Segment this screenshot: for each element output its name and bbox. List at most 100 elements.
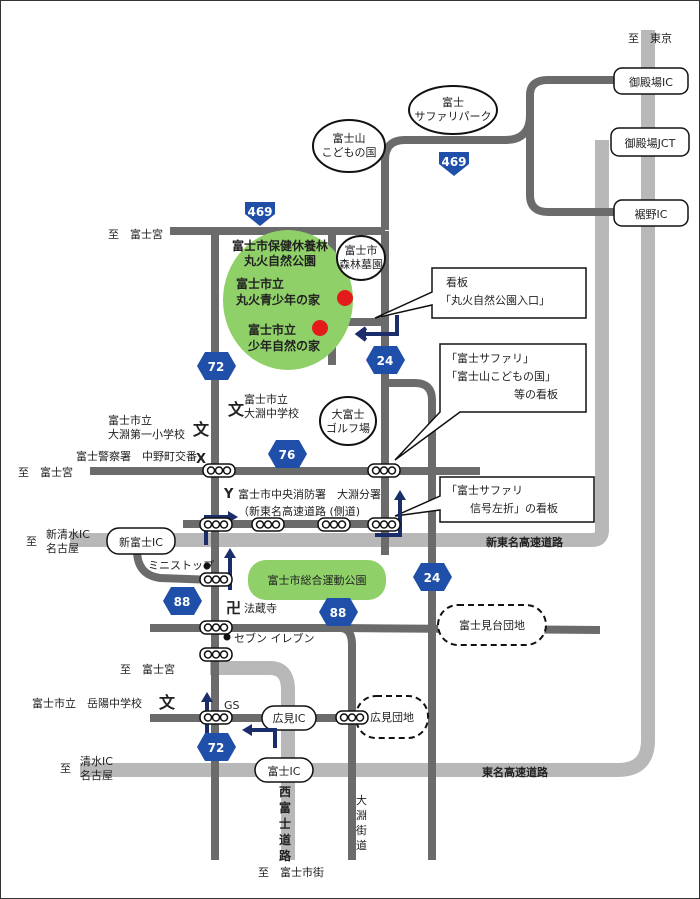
shin-tomei-label: 新東名高速道路 xyxy=(486,535,564,549)
obuchi-jhs-line1: 富士市立 xyxy=(244,392,288,406)
road-469-north xyxy=(381,76,622,230)
obuchi-jhs-line2: 大淵中学校 xyxy=(244,406,299,420)
gotemba-ic-box xyxy=(613,67,689,95)
gotemba-jct-label: 御殿場JCT xyxy=(625,136,676,150)
hiromi-ic-label: 広見IC xyxy=(273,712,306,725)
dir-shimizu-ic: 清水IC xyxy=(80,755,113,768)
hiromi-danchi-label: 広見団地 xyxy=(370,711,414,724)
seven-eleven-dot xyxy=(223,633,231,641)
ministop-dot xyxy=(203,562,211,570)
signal-side-1 xyxy=(199,517,233,532)
callout3-line1: 「富士サファリ xyxy=(446,483,523,497)
road-ministop-loop xyxy=(133,549,216,584)
shield-layer: 469 469 72 72 76 24 24 88 88 xyxy=(163,152,469,761)
nishi-fuji-char2: 富 xyxy=(279,800,291,815)
school-icon-gakuyo: 文 xyxy=(159,693,176,712)
arrow-shin-fuji xyxy=(204,515,232,545)
susono-ic-box xyxy=(613,199,689,227)
signal-side-4 xyxy=(367,517,401,532)
shield-24-low-text: 24 xyxy=(424,571,441,585)
road-to-susono xyxy=(526,110,622,216)
gotemba-jct-box xyxy=(610,127,690,157)
hozoji-label: 法蔵寺 xyxy=(244,601,277,615)
dir-nagoya-mid: 名古屋 xyxy=(46,541,79,555)
shield-76: 76 xyxy=(268,440,307,468)
arrow-park-entrance xyxy=(362,315,399,336)
gs-label: GS xyxy=(224,699,240,712)
shield-72-low-text: 72 xyxy=(208,741,225,755)
hokenkyuyourin-line1: 富士市保健休養林 xyxy=(232,238,328,253)
signal-gs xyxy=(199,710,233,725)
shield-76-text: 76 xyxy=(279,448,296,462)
sports-park-area xyxy=(248,560,386,600)
arrow-to-safari xyxy=(375,498,402,537)
callout2-line2: 「富士山こどもの国」 xyxy=(446,369,556,383)
arrow-hiromi xyxy=(248,728,277,748)
shield-469-right-text: 469 xyxy=(441,155,466,169)
nishi-fuji-char4: 道 xyxy=(279,832,291,847)
gakuyo-jhs-label: 富士市立 岳陽中学校 xyxy=(32,696,142,710)
fuji-safari-line1: 富士 xyxy=(442,95,464,109)
arrowhead-gs xyxy=(201,692,213,702)
school-icon-obuchi-jhs: 文 xyxy=(228,400,245,419)
arrowhead-hiromi xyxy=(242,724,252,736)
ic-layer xyxy=(106,67,690,783)
hokenkyuyourin-line2: 丸火自然公園 xyxy=(243,253,316,268)
shield-88-mid-text: 88 xyxy=(330,606,347,620)
dir-fujinomiya-top: 至 富士宮 xyxy=(108,227,163,241)
vertical-labels: 西 富 士 道 路 大 淵 街 道 xyxy=(279,785,367,863)
kodomo-line2: こどもの国 xyxy=(322,146,377,159)
shield-88-mid: 88 xyxy=(319,598,358,626)
shinrin-line2: 森林墓園 xyxy=(339,257,383,271)
fujimidai-bubble xyxy=(437,604,547,646)
obuchi-kaido-char2: 淵 xyxy=(356,809,367,822)
shin-fuji-ic-label: 新富士IC xyxy=(119,535,163,549)
school-icon-obuchi-es: 文 xyxy=(193,420,210,439)
signal-76-west xyxy=(202,463,236,478)
callout-2 xyxy=(394,343,587,461)
label-layer: 至 東京 至 富士宮 至 富士宮 至 富士宮 新清水IC 名古屋 至 清水IC … xyxy=(18,31,676,879)
shield-24-top: 24 xyxy=(366,346,405,374)
temple-icon: 卍 xyxy=(226,599,241,617)
nishi-fuji-road xyxy=(210,661,295,860)
shinrin-line1: 富士市 xyxy=(345,243,378,257)
obuchi-es-line2: 大淵第一小学校 xyxy=(108,427,185,441)
expressway-layer xyxy=(70,30,655,860)
callout2-line3: 等の看板 xyxy=(514,387,558,401)
fuji-ic-label: 富士IC xyxy=(268,764,301,778)
police-label: 富士警察署 中野町交番 xyxy=(76,449,197,463)
nishi-fuji-char1: 西 xyxy=(279,785,291,799)
signal-76-east xyxy=(367,463,401,478)
seishonen-marker xyxy=(337,290,353,306)
callout1-line2: 「丸火自然公園入口」 xyxy=(440,293,550,307)
shield-72-mid-text: 72 xyxy=(208,360,225,374)
golf-line1: 大富士 xyxy=(332,407,365,421)
seishonen-line2: 丸火青少年の家 xyxy=(235,292,321,307)
shield-88-left: 88 xyxy=(163,587,202,615)
signal-hiromi-danchi xyxy=(335,710,369,725)
signal-88 xyxy=(199,620,233,635)
obuchi-kaido-char4: 道 xyxy=(356,838,367,852)
gotemba-ic-label: 御殿場IC xyxy=(629,75,673,89)
nishi-fuji-char5: 路 xyxy=(279,848,292,863)
road-layer xyxy=(90,76,622,860)
fuji-safari-line2: サファリパーク xyxy=(415,110,492,123)
dir-itaru-mid: 至 xyxy=(26,535,37,548)
signal-fujinomiya-low xyxy=(199,647,233,662)
road-24-south xyxy=(385,379,436,860)
ministop-label: ミニストップ xyxy=(148,559,214,572)
shin-fuji-ic-box xyxy=(106,527,176,555)
shizen-line2: 少年自然の家 xyxy=(247,338,321,353)
signal-ministop xyxy=(199,572,233,587)
golf-bubble xyxy=(319,396,377,446)
kodomo-bubble xyxy=(312,119,386,173)
tomei-vertical xyxy=(160,30,655,777)
shield-469-top: 469 xyxy=(245,202,275,226)
dir-nagoya-low: 名古屋 xyxy=(80,768,113,782)
callout3-line2: 信号左折」の看板 xyxy=(470,501,558,515)
dir-fuji-shigai: 至 富士市街 xyxy=(258,865,324,879)
shin-tomei-side-label: （新東名高速道路 (側道) xyxy=(238,504,360,518)
fuji-ic-box xyxy=(254,757,314,783)
